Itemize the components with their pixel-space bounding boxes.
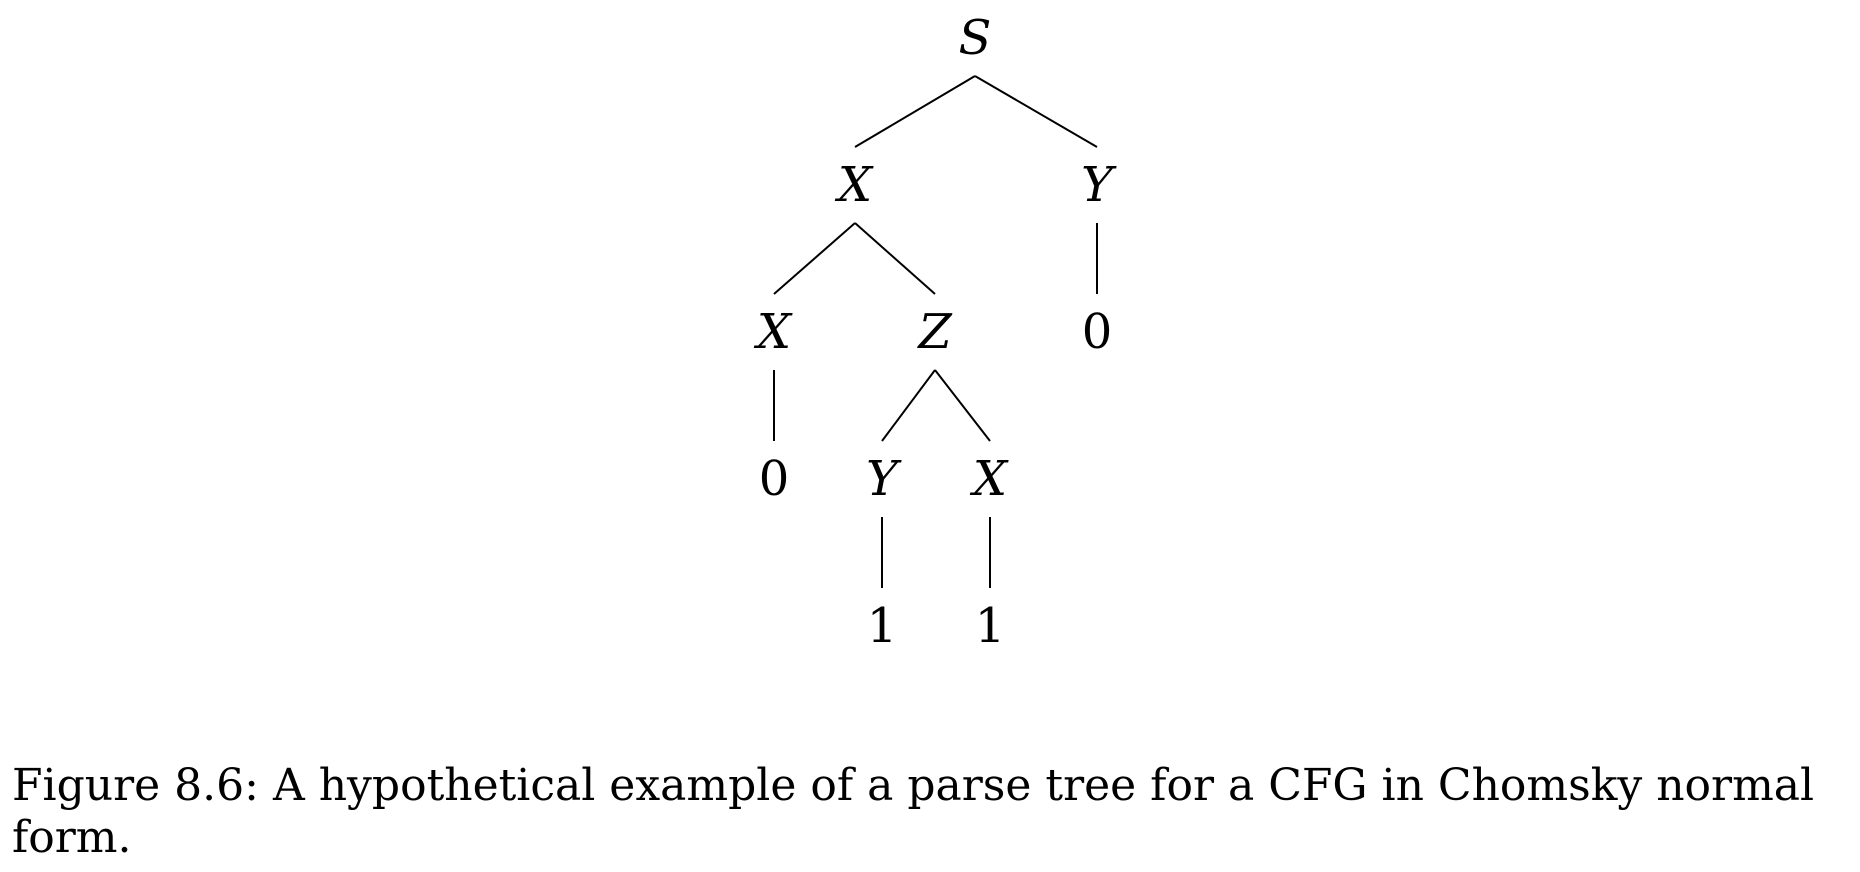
figure-caption: Figure 8.6: A hypothetical example of a … — [12, 760, 1815, 863]
tree-edges — [773, 75, 1098, 588]
tree-edge-n0-n2 — [974, 75, 1098, 148]
terminal-node-n9: 1 — [867, 598, 898, 654]
nonterminal-node-n0: S — [959, 10, 992, 66]
nonterminal-node-n7: Y — [866, 451, 902, 507]
tree-edge-n0-n1 — [854, 75, 976, 148]
nonterminal-node-n4: Z — [916, 304, 953, 360]
terminal-node-n5: 0 — [1082, 304, 1113, 360]
nonterminal-node-n1: X — [834, 157, 874, 213]
tree-edge-n1-n3 — [773, 222, 856, 295]
terminal-node-n10: 1 — [975, 598, 1006, 654]
nonterminal-node-n3: X — [753, 304, 793, 360]
tree-edge-n1-n4 — [854, 222, 936, 295]
terminal-node-n6: 0 — [759, 451, 790, 507]
tree-edge-n4-n8 — [934, 369, 991, 442]
nonterminal-node-n2: Y — [1081, 157, 1117, 213]
nonterminal-node-n8: X — [969, 451, 1009, 507]
tree-edge-n4-n7 — [881, 369, 936, 442]
